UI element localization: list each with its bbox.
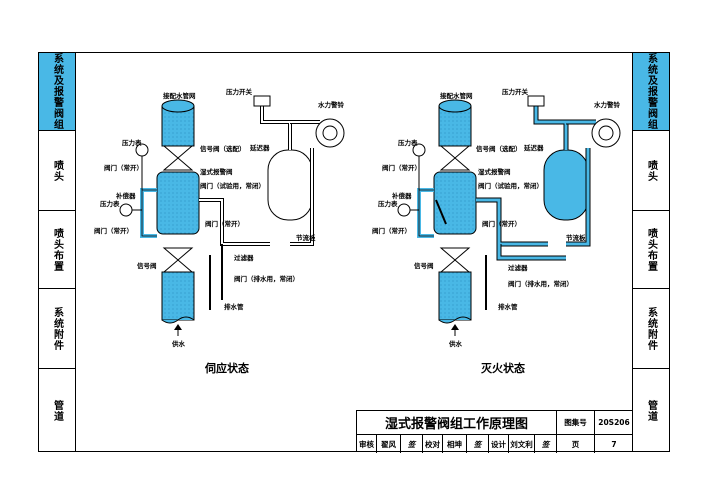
fire-diagram: 接配水管网 压力开关 水力警铃 压力表 信号阀（选配） 延迟器 阀门（常开） 湿… xyxy=(372,87,621,348)
label: 过滤器 xyxy=(508,263,528,272)
atlas-number: 20S206 xyxy=(595,411,633,435)
designer-name: 刘文利 xyxy=(509,435,535,453)
review-label: 审核 xyxy=(357,435,377,453)
designer-signature: 签 xyxy=(535,435,557,453)
label: 补偿器 xyxy=(115,191,136,200)
page-label: 页 xyxy=(557,435,595,453)
drawing-title: 湿式报警阀组工作原理图 xyxy=(357,411,557,435)
sidebar-cell-pipes[interactable]: 管道 xyxy=(633,369,669,453)
sidebar-label: 喷头布置 xyxy=(51,227,63,272)
label: 节流板 xyxy=(296,233,316,242)
label: 阀门（常开） xyxy=(372,226,411,235)
label: 水力警铃 xyxy=(318,100,345,109)
fire-caption: 灭火状态 xyxy=(481,362,525,375)
label: 压力表 xyxy=(398,138,418,147)
checker-signature: 签 xyxy=(467,435,489,453)
sidebar-cell-sprinkler[interactable]: 喷头 xyxy=(39,131,75,211)
check-label: 校对 xyxy=(423,435,443,453)
sidebar-cell-system[interactable]: 系统及报警阀组 xyxy=(39,53,75,131)
checker-name: 相坤 xyxy=(443,435,467,453)
label: 阀门（常开） xyxy=(482,219,521,228)
sidebar-cell-sprinkler[interactable]: 喷头 xyxy=(633,131,669,211)
label: 信号阀 xyxy=(414,261,434,270)
label: 排水管 xyxy=(498,302,518,311)
label: 信号阀（选配） xyxy=(200,144,246,153)
label: 压力表 xyxy=(378,199,398,208)
sidebar-label: 管道 xyxy=(51,400,63,422)
label: 节流板 xyxy=(566,233,586,242)
left-sidebar: 系统及报警阀组 喷头 喷头布置 系统附件 管道 xyxy=(38,52,76,452)
label: 湿式报警阀 xyxy=(200,167,233,176)
atlas-label: 图集号 xyxy=(557,411,595,435)
sidebar-label: 管道 xyxy=(645,400,657,422)
label: 阀门（试验用，常闭） xyxy=(200,181,265,190)
label: 排水管 xyxy=(224,302,244,311)
label: 过滤器 xyxy=(234,253,254,262)
sidebar-cell-system[interactable]: 系统及报警阀组 xyxy=(633,53,669,131)
label: 阀门（常开） xyxy=(382,163,421,172)
label: 供水 xyxy=(171,339,186,348)
sidebar-label: 系统及报警阀组 xyxy=(51,53,63,130)
standby-caption: 伺应状态 xyxy=(205,362,249,375)
sidebar-label: 喷头布置 xyxy=(645,227,657,272)
title-block: 湿式报警阀组工作原理图 图集号 20S206 审核 翟风 签 校对 相坤 签 设… xyxy=(356,410,633,453)
label: 阀门（常开） xyxy=(205,219,244,228)
label: 压力表 xyxy=(100,199,120,208)
label: 供水 xyxy=(448,339,463,348)
label: 阀门（试验用，常闭） xyxy=(478,181,543,190)
label: 压力开关 xyxy=(502,87,529,96)
label: 接配水管网 xyxy=(163,91,196,100)
sidebar-label: 系统附件 xyxy=(51,306,63,351)
label: 信号阀 xyxy=(137,261,157,270)
label: 湿式报警阀 xyxy=(478,167,511,176)
sidebar-label: 系统附件 xyxy=(645,306,657,351)
label: 延迟器 xyxy=(523,143,544,152)
standby-diagram: 接配水管网 压力开关 水力警铃 压力表 信号阀（选配） 延迟器 阀门（常开） 湿… xyxy=(94,87,345,348)
label: 阀门（常开） xyxy=(94,226,133,235)
label: 补偿器 xyxy=(391,191,412,200)
label: 阀门（排水用，常闭） xyxy=(508,279,573,288)
sidebar-cell-accessories[interactable]: 系统附件 xyxy=(39,289,75,369)
sidebar-label: 系统及报警阀组 xyxy=(645,53,657,130)
sidebar-cell-layout[interactable]: 喷头布置 xyxy=(39,211,75,289)
sidebar-cell-pipes[interactable]: 管道 xyxy=(39,369,75,453)
page-number: 7 xyxy=(611,439,617,449)
sidebar-cell-layout[interactable]: 喷头布置 xyxy=(633,211,669,289)
reviewer-name: 翟风 xyxy=(377,435,401,453)
label: 阀门（常开） xyxy=(104,163,143,172)
label: 接配水管网 xyxy=(440,91,473,100)
label: 延迟器 xyxy=(249,143,270,152)
label: 信号阀（选配） xyxy=(476,144,522,153)
label: 压力开关 xyxy=(226,87,253,96)
label: 压力表 xyxy=(122,138,142,147)
reviewer-signature: 签 xyxy=(401,435,423,453)
right-sidebar: 系统及报警阀组 喷头 喷头布置 系统附件 管道 xyxy=(632,52,670,452)
sidebar-cell-accessories[interactable]: 系统附件 xyxy=(633,289,669,369)
label: 水力警铃 xyxy=(594,100,621,109)
label: 阀门（排水用，常闭） xyxy=(234,274,299,283)
sidebar-label: 喷头 xyxy=(51,159,63,182)
sidebar-label: 喷头 xyxy=(645,159,657,182)
design-label: 设计 xyxy=(489,435,509,453)
